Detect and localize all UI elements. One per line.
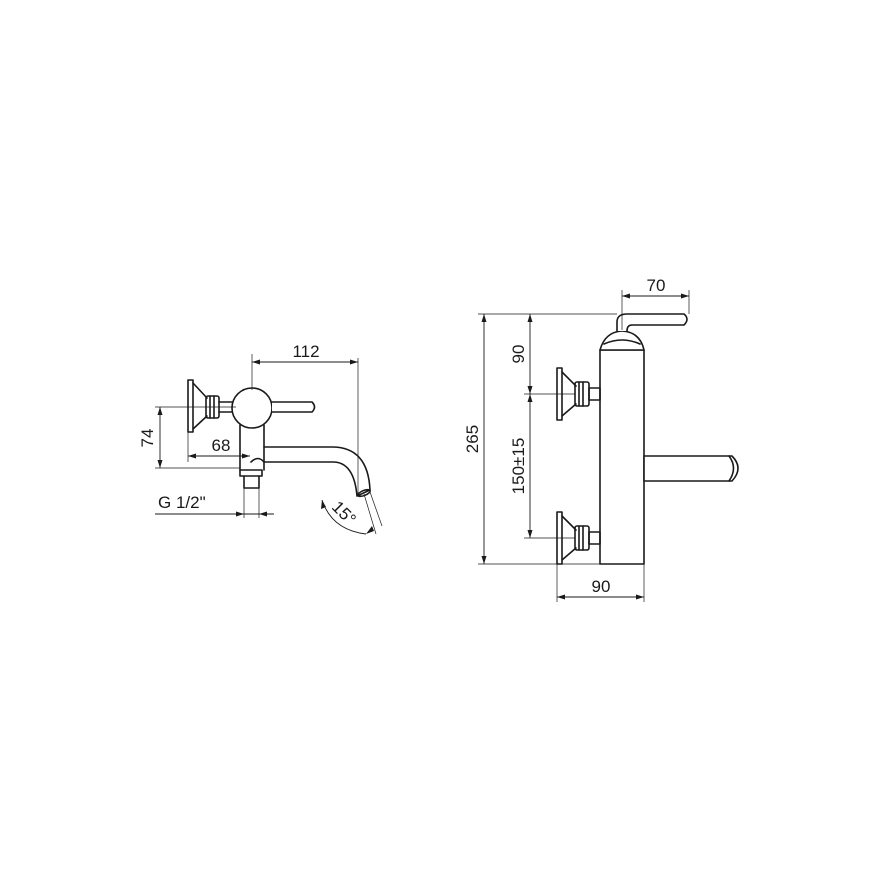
side-wall-flange (187, 379, 194, 433)
dim-spout-reach: 112 (292, 342, 319, 361)
dim-thread: G 1/2" (158, 493, 206, 512)
dim-lever-width: 70 (647, 276, 666, 295)
side-outlet-stub (239, 469, 263, 477)
dim-total-height: 265 (463, 425, 482, 453)
side-spout-tip (357, 488, 371, 498)
front-spout (643, 455, 739, 482)
side-mixer-lever (271, 401, 316, 413)
front-body (599, 349, 645, 565)
front-view: 70 265 90 150±15 90 (463, 276, 739, 602)
dim-center-distance: 150±15 (509, 438, 528, 495)
dim-top-offset: 90 (509, 345, 528, 364)
side-spout (263, 446, 371, 497)
side-body (239, 424, 265, 471)
dim-height: 74 (138, 429, 157, 448)
dim-body-width: 90 (592, 577, 611, 596)
front-upper-connector (556, 367, 601, 421)
side-mixer-handle (231, 387, 273, 429)
dim-spout-angle: 15° (328, 497, 360, 529)
side-flange-cone (192, 382, 208, 430)
front-lever (616, 313, 688, 332)
dim-handle-offset: 68 (212, 436, 231, 455)
side-view: 112 68 74 G 1/2" 15° (138, 342, 383, 535)
